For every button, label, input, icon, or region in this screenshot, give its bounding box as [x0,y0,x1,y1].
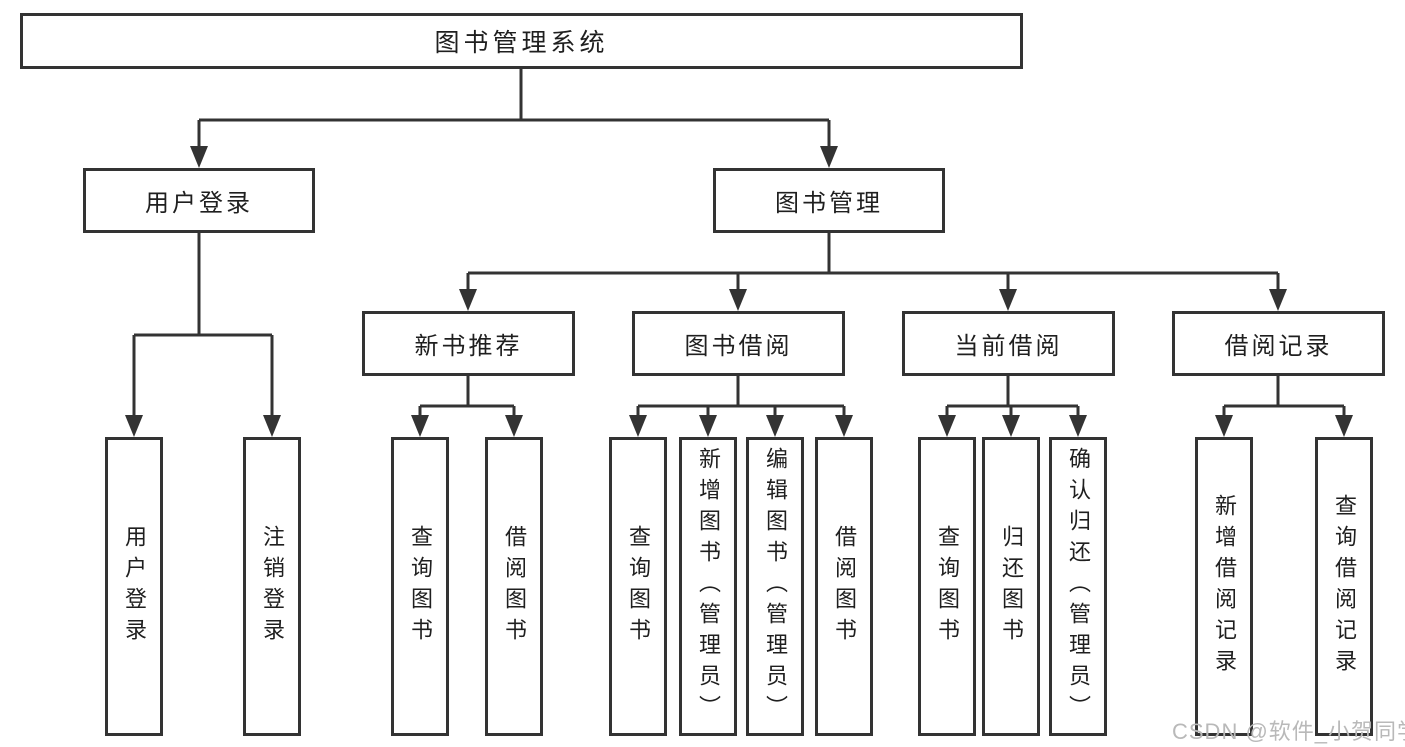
node-borrow-records: 借阅记录 [1172,311,1385,376]
leaf-query-borrow-record: 查询借阅记录 [1315,437,1373,736]
leaf-confirm-return-admin: 确认归还（管理员） [1049,437,1107,736]
leaf-add-borrow-record: 新增借阅记录 [1195,437,1253,736]
watermark: CSDN @软件_小贺同学 [1172,719,1405,744]
node-root-system: 图书管理系统 [20,13,1023,69]
leaf-borrow-books-borrow: 借阅图书 [815,437,873,736]
leaf-return-book: 归还图书 [982,437,1040,736]
node-book-management: 图书管理 [713,168,945,233]
leaf-edit-book-admin: 编辑图书（管理员） [746,437,804,736]
node-user-login: 用户登录 [83,168,315,233]
connector-borrow-record-branch [1215,376,1353,437]
connector-root-to-level2 [190,69,838,168]
leaf-query-books-recommend: 查询图书 [391,437,449,736]
leaf-add-book-admin: 新增图书（管理员） [679,437,737,736]
leaf-query-books-borrow: 查询图书 [609,437,667,736]
node-current-borrow: 当前借阅 [902,311,1115,376]
connector-book-borrow-branch [629,376,853,437]
node-new-book-recommend: 新书推荐 [362,311,575,376]
connector-user-login-branch [125,233,281,437]
leaf-query-books-current: 查询图书 [918,437,976,736]
connector-book-management-to-level3 [459,233,1287,311]
connector-current-borrow-branch [938,376,1087,437]
node-book-borrow: 图书借阅 [632,311,845,376]
leaf-borrow-books-recommend: 借阅图书 [485,437,543,736]
leaf-logout: 注销登录 [243,437,301,736]
connector-new-book-branch [411,376,523,437]
leaf-user-login: 用户登录 [105,437,163,736]
